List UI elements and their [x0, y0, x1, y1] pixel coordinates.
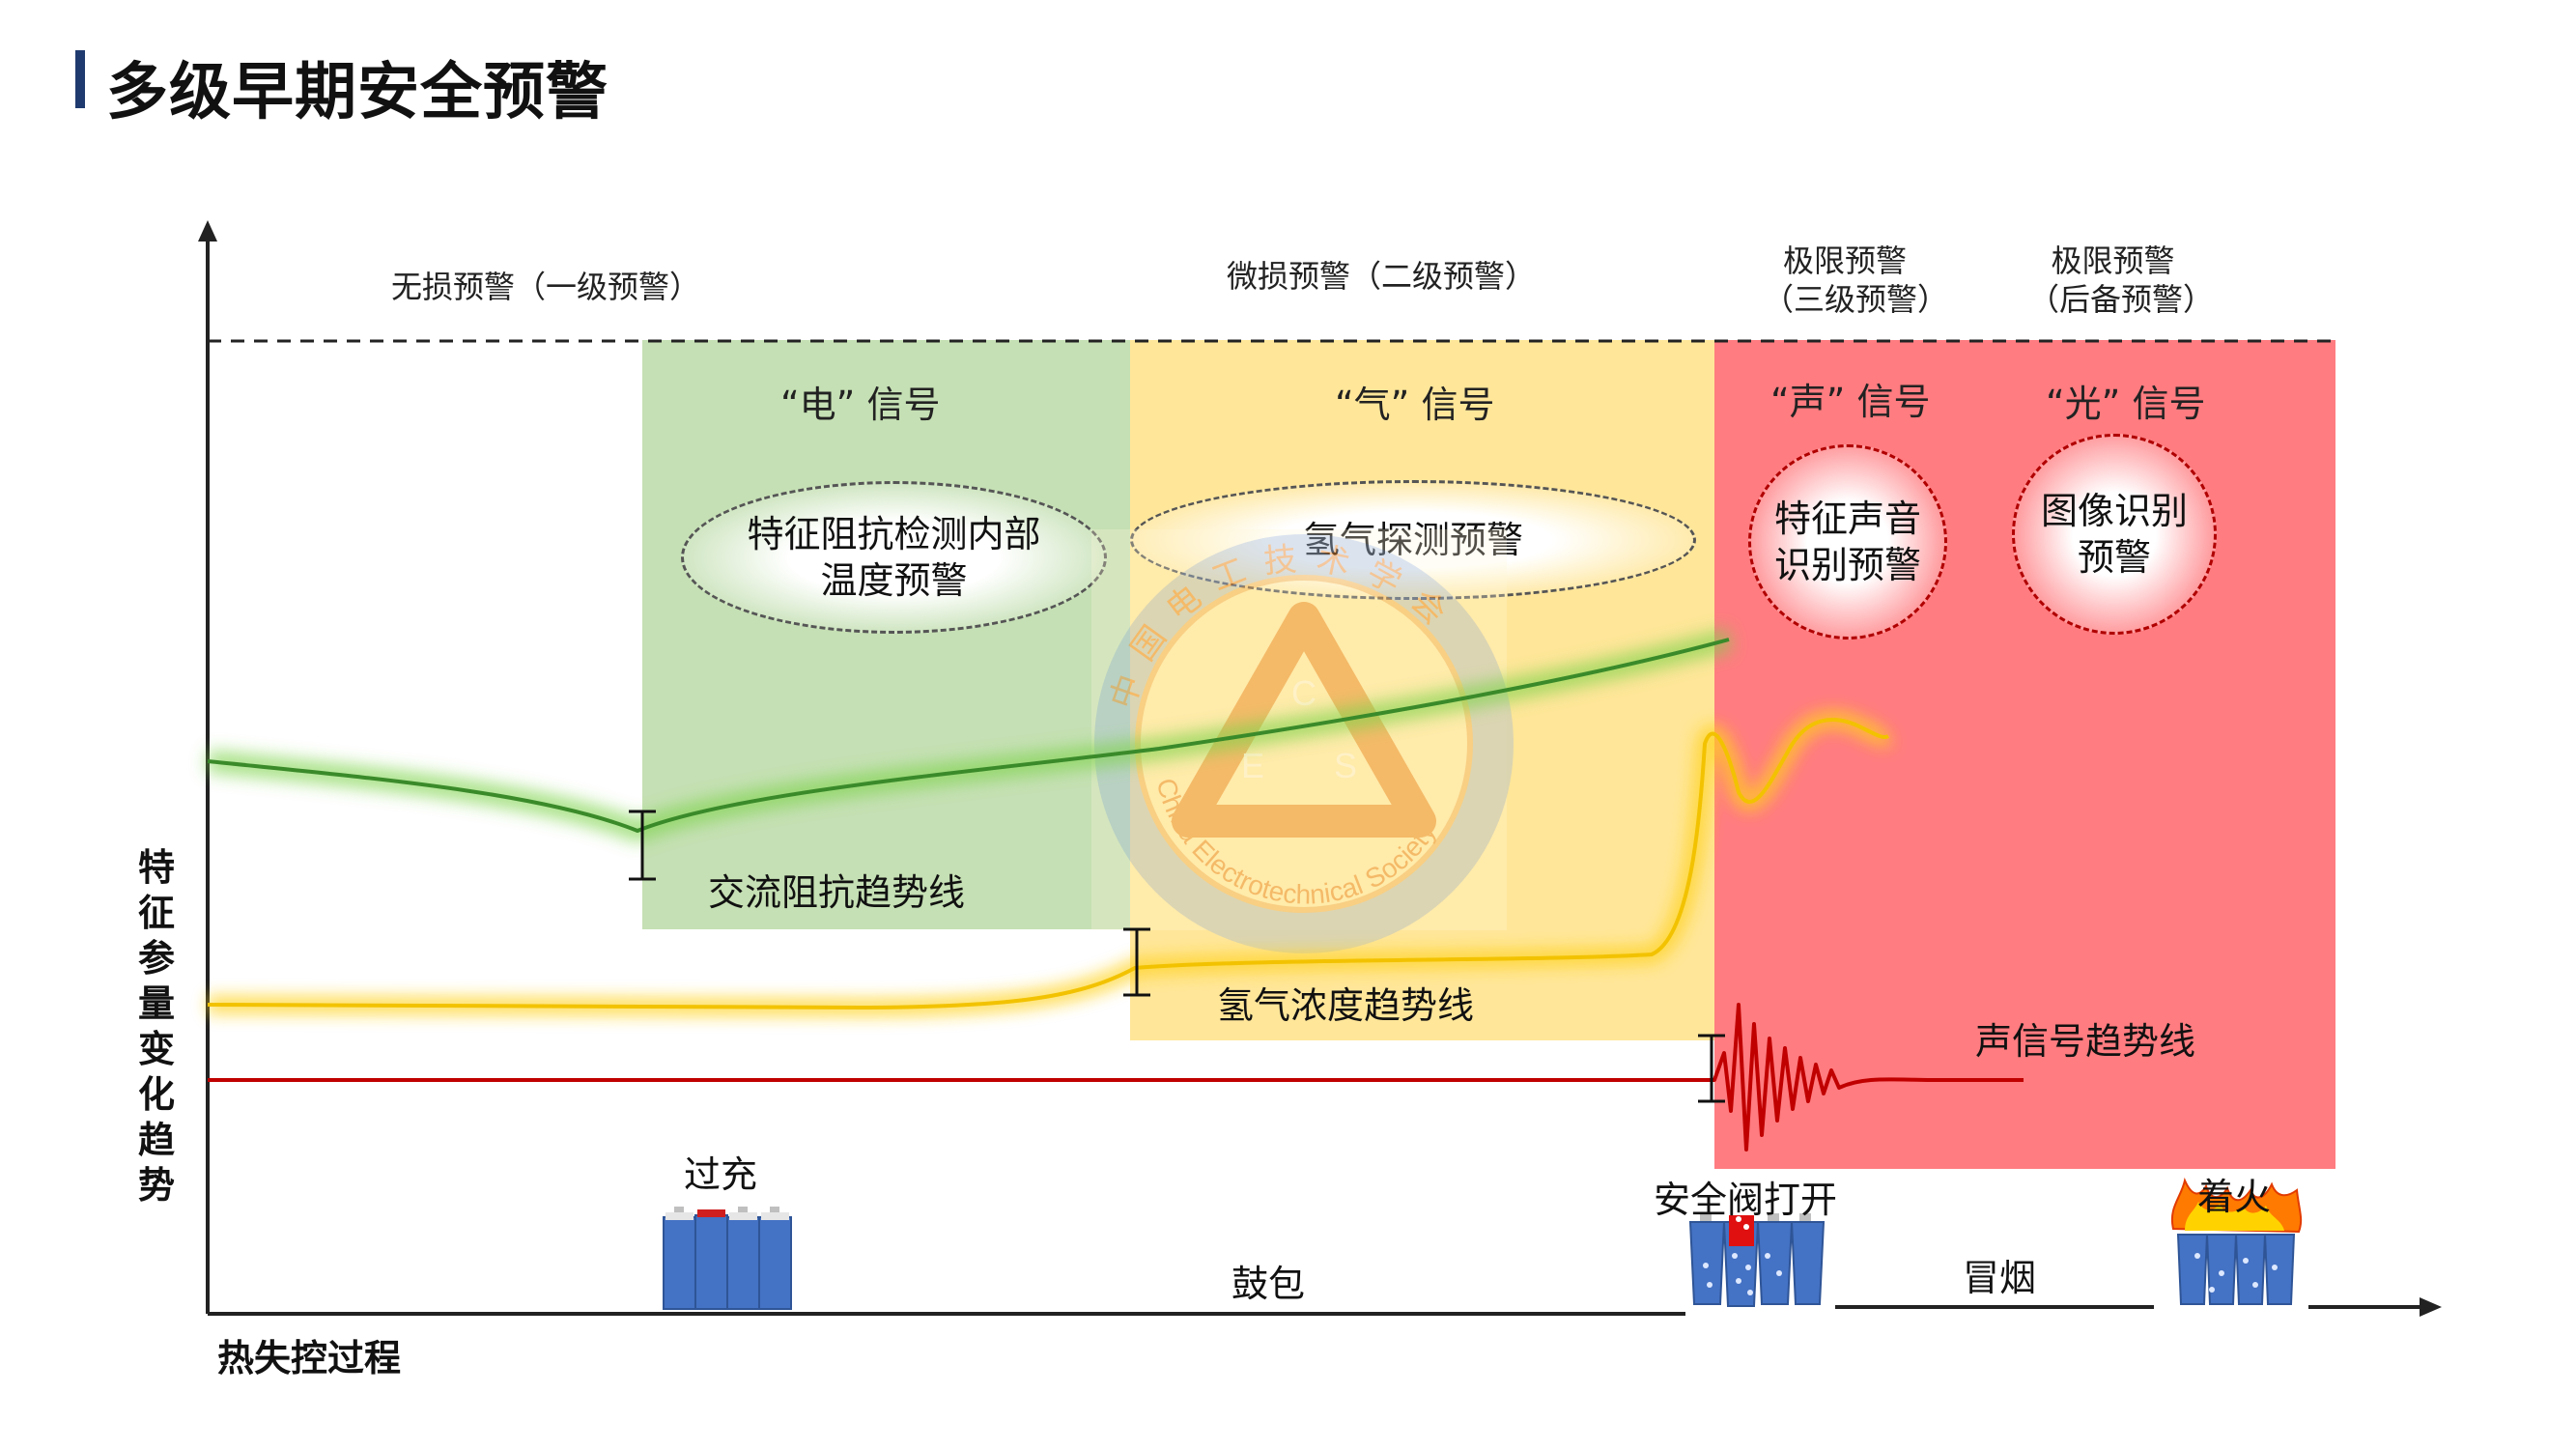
sound-trend-label: 声信号趋势线	[1975, 1020, 2196, 1063]
hydrogen-method-text: 氢气探测预警	[1303, 517, 1523, 563]
stage-overcharge-label: 过充	[684, 1153, 758, 1196]
hydrogen-method-oval: 氢气探测预警	[1130, 480, 1696, 600]
level-2-label: 微损预警（二级预警）	[1227, 258, 1537, 295]
level-4-label-line2: （后备预警）	[2028, 281, 2215, 318]
y-axis-label: 特征参量变化趋势	[137, 846, 175, 1207]
stage-valve-label: 安全阀打开	[1654, 1179, 1838, 1221]
level-4-label: 极限预警 （后备预警）	[2028, 242, 2215, 319]
sound-method-oval: 特征声音 识别预警	[1748, 444, 1947, 640]
sound-error-bar	[1698, 1034, 1725, 1103]
impedance-trend-line	[206, 629, 1732, 842]
watermark-letter-e: E	[1241, 746, 1264, 785]
signal-gas-label: “气” 信号	[1335, 384, 1495, 426]
image-method-oval: 图像识别 预警	[2012, 434, 2217, 635]
title-accent-bar	[75, 50, 85, 108]
level-3-label: 极限预警 （三级预警）	[1763, 242, 1949, 319]
signal-light-label: “光” 信号	[2046, 383, 2206, 425]
sound-trend-line	[208, 1003, 2024, 1151]
fire-battery-icon	[2170, 1177, 2303, 1305]
overcharge-battery-icon	[663, 1207, 792, 1310]
signal-sound-label: “声” 信号	[1770, 381, 1931, 423]
image-method-line2: 预警	[2077, 536, 2151, 579]
valve-open-battery-icon	[1688, 1213, 1826, 1307]
watermark-letter-s: S	[1334, 746, 1357, 785]
hydrogen-error-bar	[1123, 927, 1150, 997]
page-title: 多级早期安全预警	[106, 57, 609, 128]
sound-method-line1: 特征声音	[1773, 498, 1921, 540]
watermark-letter-c: C	[1291, 673, 1316, 713]
impedance-method-oval: 特征阻抗检测内部 温度预警	[681, 481, 1107, 634]
image-method-line1: 图像识别	[2040, 490, 2188, 532]
sound-method-line2: 识别预警	[1773, 544, 1921, 586]
stage-fire-label: 着火	[2197, 1176, 2272, 1218]
level-3-label-line2: （三级预警）	[1763, 281, 1949, 318]
zone-electric	[642, 340, 1130, 929]
stage-swelling-label: 鼓包	[1231, 1263, 1306, 1305]
impedance-method-line1: 特征阻抗检测内部	[747, 513, 1041, 555]
hydrogen-trend-line	[207, 710, 1894, 1018]
signal-electric-label: “电” 信号	[780, 384, 941, 426]
impedance-method-line2: 温度预警	[820, 559, 968, 602]
stage-smoke-label: 冒烟	[1963, 1257, 2037, 1299]
impedance-error-bar	[629, 810, 656, 881]
level-4-label-line1: 极限预警	[2051, 242, 2175, 279]
zone-gas	[1130, 340, 1714, 1040]
hydrogen-trend-label: 氢气浓度趋势线	[1217, 984, 1475, 1027]
level-1-label: 无损预警（一级预警）	[391, 269, 701, 305]
impedance-trend-label: 交流阻抗趋势线	[708, 871, 966, 914]
level-3-label-line1: 极限预警	[1782, 242, 1907, 279]
x-axis-label: 热失控过程	[217, 1337, 402, 1379]
